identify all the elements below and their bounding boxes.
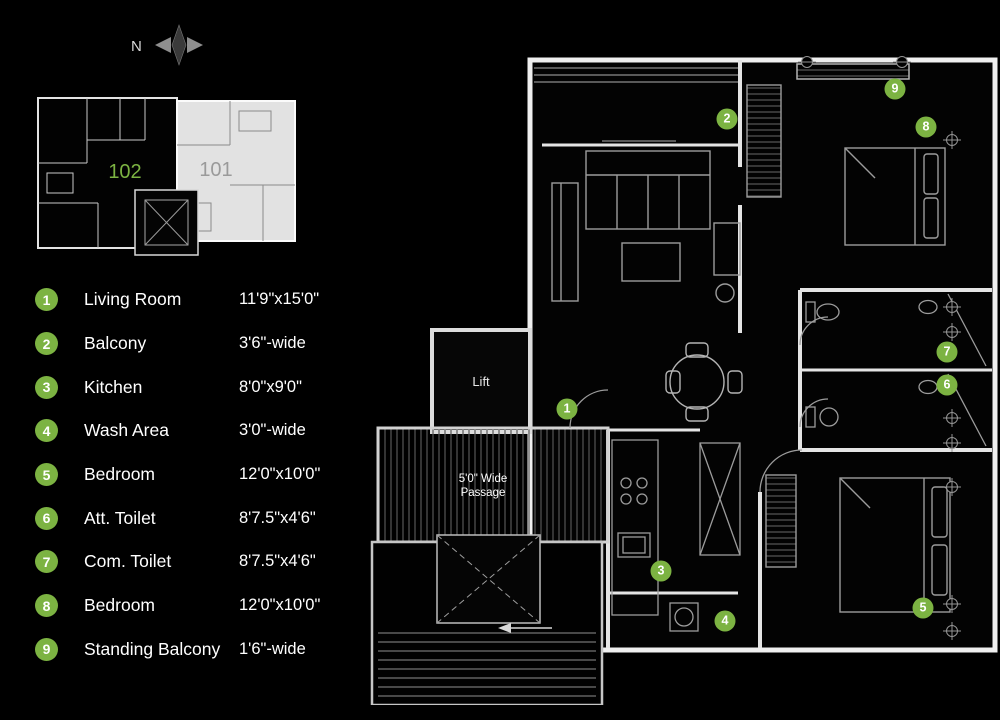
legend-item-kitchen: 3 Kitchen 8'0"x9'0" [35, 365, 355, 409]
survey-datum-symbols [798, 56, 961, 640]
legend-number-badge: 4 [35, 419, 58, 443]
legend-room-dimension: 12'0"x10'0" [239, 465, 321, 484]
plan-marker-standing-balcony: 9 [884, 78, 906, 100]
kitchen-fixtures [611, 439, 741, 616]
legend-item-wash-area: 4 Wash Area 3'0"-wide [35, 409, 355, 453]
legend-number-badge: 3 [35, 375, 58, 399]
plan-marker-com-toilet: 7 [936, 341, 958, 363]
legend-room-dimension: 3'0"-wide [239, 421, 306, 440]
legend-room-dimension: 8'7.5"x4'6" [239, 508, 316, 527]
legend-number-badge: 5 [35, 463, 58, 487]
legend-item-bedroom-5: 5 Bedroom 12'0"x10'0" [35, 453, 355, 497]
legend-room-dimension: 8'7.5"x4'6" [239, 552, 316, 571]
legend-room-dimension: 11'9"x15'0" [239, 290, 320, 309]
plan-marker-wash-area: 4 [714, 610, 736, 632]
plan-marker-balcony: 2 [716, 108, 738, 130]
legend-room-label: Att. Toilet [84, 507, 156, 528]
plan-marker-living-room: 1 [556, 398, 578, 420]
key-plan-staircase [134, 189, 199, 256]
legend-number-badge: 7 [35, 550, 58, 574]
plan-marker-kitchen: 3 [650, 560, 672, 582]
legend-room-label: Kitchen [84, 376, 143, 397]
legend-item-standing-balcony: 9 Standing Balcony 1'6"-wide [35, 628, 355, 672]
staircase [370, 534, 604, 705]
plan-marker-bedroom-8: 8 [915, 116, 937, 138]
legend-room-label: Bedroom [84, 595, 156, 616]
compass: N [131, 24, 203, 66]
passage-label-line1: 5'0" Wide [459, 473, 507, 485]
legend-item-living-room: 1 Living Room 11'9"x15'0" [35, 278, 355, 322]
lift-label: Lift [472, 374, 490, 389]
legend-item-bedroom-8: 8 Bedroom 12'0"x10'0" [35, 584, 355, 628]
legend-room-label: Wash Area [84, 420, 169, 441]
compass-east-arrow [187, 37, 203, 53]
compass-needle-icon [171, 24, 187, 66]
living-room-furniture [551, 150, 741, 303]
passage-area [376, 426, 610, 544]
main-floor-plan-drawing: Lift 5'0" Wide Passage [370, 56, 998, 705]
standing-balcony-strip [796, 63, 910, 80]
dining-set [665, 342, 743, 422]
key-plan: 102 101 [37, 97, 296, 256]
legend-room-label: Living Room [84, 289, 182, 310]
wash-area-fixtures [669, 602, 699, 632]
legend-room-dimension: 12'0"x10'0" [239, 596, 321, 615]
legend-room-label: Com. Toilet [84, 551, 172, 572]
north-label: N [131, 38, 142, 55]
legend-item-com-toilet: 7 Com. Toilet 8'7.5"x4'6" [35, 540, 355, 584]
plan-marker-att-toilet: 6 [936, 374, 958, 396]
legend-number-badge: 1 [35, 288, 58, 312]
legend-room-label: Bedroom [84, 464, 156, 485]
living-balcony-railing [534, 67, 738, 142]
legend-number-badge: 6 [35, 506, 58, 530]
legend-room-dimension: 1'6"-wide [239, 639, 306, 658]
lift-shaft [430, 328, 532, 434]
legend-number-badge: 2 [35, 332, 58, 356]
bedroom-5-furniture [765, 474, 951, 613]
legend-number-badge: 8 [35, 594, 58, 618]
stair-direction-arrow-icon [498, 623, 511, 633]
legend-item-balcony: 2 Balcony 3'6"-wide [35, 322, 355, 366]
plan-marker-bedroom-5: 5 [912, 597, 934, 619]
unit-102-walls [38, 98, 146, 248]
unit-101-label: 101 [199, 159, 232, 181]
passage-label-line2: Passage [461, 487, 506, 499]
legend-room-dimension: 8'0"x9'0" [239, 377, 302, 396]
room-legend: 1 Living Room 11'9"x15'0" 2 Balcony 3'6"… [35, 278, 355, 671]
unit-102-label: 102 [108, 161, 141, 183]
legend-room-dimension: 3'6"-wide [239, 334, 306, 353]
legend-item-att-toilet: 6 Att. Toilet 8'7.5"x4'6" [35, 496, 355, 540]
compass-west-arrow [155, 37, 171, 53]
door-swing-arcs [569, 389, 803, 493]
legend-room-label: Standing Balcony [84, 638, 221, 659]
bedroom-8-furniture [746, 84, 946, 246]
legend-number-badge: 9 [35, 637, 58, 661]
legend-room-label: Balcony [84, 333, 147, 354]
